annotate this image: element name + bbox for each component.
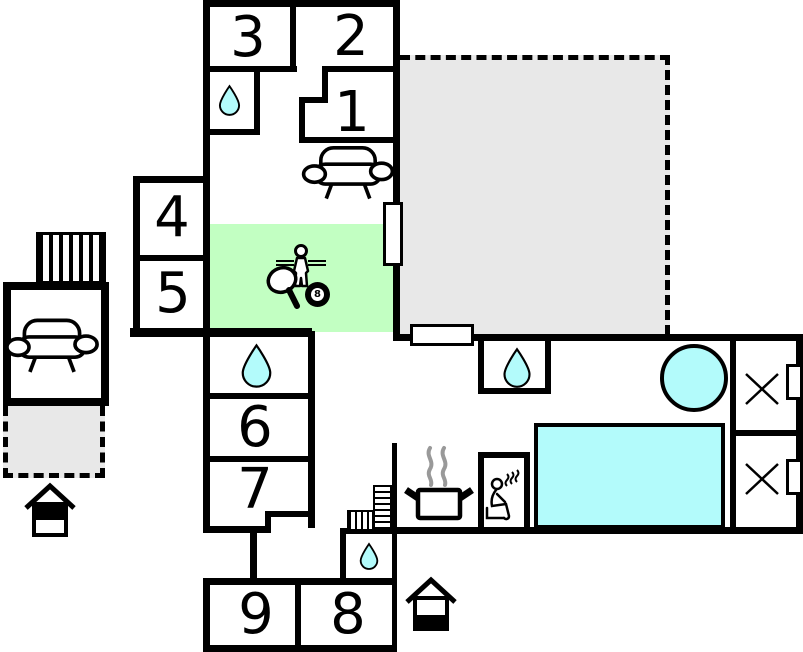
wall xyxy=(299,97,305,143)
billiard-ball-number: 8 xyxy=(311,288,324,301)
stairs-main-upper xyxy=(373,485,392,531)
wall xyxy=(203,66,297,72)
water-drop-icon xyxy=(218,84,241,116)
water-drop-icon xyxy=(359,542,379,570)
wall xyxy=(133,255,203,261)
wall xyxy=(322,66,400,72)
wall xyxy=(524,452,530,534)
table-tennis-paddle-icon xyxy=(266,265,300,309)
wall xyxy=(545,338,551,394)
room-label: 3 xyxy=(230,5,266,70)
wall xyxy=(265,511,271,533)
wall xyxy=(340,528,397,534)
sauna-icon xyxy=(485,469,520,521)
wall xyxy=(340,528,346,578)
wall xyxy=(308,331,315,528)
steam-icon xyxy=(426,446,434,487)
x-mark-icon xyxy=(745,373,779,405)
wall xyxy=(299,97,328,103)
wall xyxy=(295,578,301,652)
terrace-door xyxy=(383,202,403,266)
room-label: 5 xyxy=(155,261,191,326)
water-drop-icon xyxy=(241,343,272,388)
wall xyxy=(203,578,210,652)
terrace-door xyxy=(410,324,474,346)
wall xyxy=(397,334,803,341)
wall xyxy=(203,526,271,533)
room-label: 8 xyxy=(330,582,366,647)
entrance-icon xyxy=(24,482,76,537)
water-drop-icon xyxy=(503,347,531,388)
wall xyxy=(478,452,484,534)
wall xyxy=(254,70,260,135)
cooking-pot-icon xyxy=(404,446,474,521)
wall xyxy=(133,176,210,183)
terrace-upper-right xyxy=(400,55,670,335)
wall xyxy=(290,0,296,72)
wall xyxy=(203,0,400,7)
wall xyxy=(322,66,328,103)
room-label: 2 xyxy=(333,4,369,69)
window xyxy=(786,459,803,495)
pool xyxy=(534,423,725,529)
room-label: 4 xyxy=(154,185,190,250)
wall xyxy=(203,456,308,462)
wall xyxy=(265,511,312,517)
wall xyxy=(392,443,397,652)
sofa-icon xyxy=(5,318,99,373)
window xyxy=(786,364,803,400)
billiard-ball-icon: 8 xyxy=(305,282,330,307)
x-mark-icon xyxy=(745,463,779,495)
wall xyxy=(130,328,312,337)
wall xyxy=(478,388,551,394)
terrace-left xyxy=(3,406,105,478)
wall xyxy=(478,338,484,394)
room-label: 7 xyxy=(237,457,273,522)
stairs-annex xyxy=(36,232,106,284)
wall xyxy=(393,0,400,341)
sofa-icon xyxy=(301,146,395,200)
stairs-main-lower xyxy=(347,510,374,531)
wall xyxy=(203,393,308,399)
steam-icon xyxy=(440,446,448,487)
wall xyxy=(393,527,803,534)
wall xyxy=(250,528,257,585)
wall xyxy=(730,430,803,436)
room-label: 1 xyxy=(334,80,370,145)
entrance-icon xyxy=(405,576,457,631)
wall xyxy=(299,137,400,143)
wall xyxy=(203,0,210,533)
room-label: 6 xyxy=(237,395,273,460)
wall xyxy=(203,129,260,135)
hot-tub xyxy=(660,344,728,412)
wall xyxy=(478,452,530,458)
room-label: 9 xyxy=(238,582,274,647)
